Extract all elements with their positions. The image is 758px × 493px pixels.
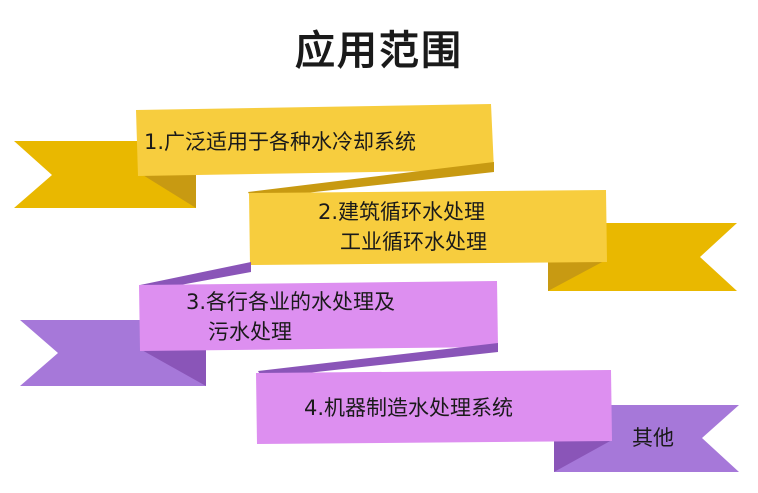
ribbon-2-fold — [548, 260, 606, 291]
ribbon-2-connector — [140, 262, 251, 292]
ribbon-1-label-line-1: 1.广泛适用于各种水冷却系统 — [144, 130, 417, 154]
ribbon-4-fold — [554, 440, 612, 472]
ribbon-3-fold — [140, 349, 206, 386]
ribbon-4-face — [256, 370, 612, 444]
ribbon-2-label-line-2: 工业循环水处理 — [340, 230, 487, 254]
ribbon-3-face — [139, 281, 498, 351]
ribbon-3-connector — [258, 343, 498, 378]
ribbon-1-face — [136, 104, 494, 176]
ribbon-1-connector — [248, 162, 494, 199]
ribbon-2-label-line-1: 2.建筑循环水处理 — [318, 200, 486, 224]
ribbon-4-label-line-1: 4.机器制造水处理系统 — [304, 396, 514, 420]
ribbon-4-tail-note: 其他 — [632, 426, 674, 450]
ribbon-3-label-line-1: 3.各行各业的水处理及 — [186, 290, 396, 314]
ribbon-1-fold — [138, 172, 196, 208]
ribbon-2-face — [249, 190, 607, 265]
ribbon-3-label-line-2: 污水处理 — [208, 320, 292, 344]
page-title: 应用范围 — [295, 28, 463, 74]
